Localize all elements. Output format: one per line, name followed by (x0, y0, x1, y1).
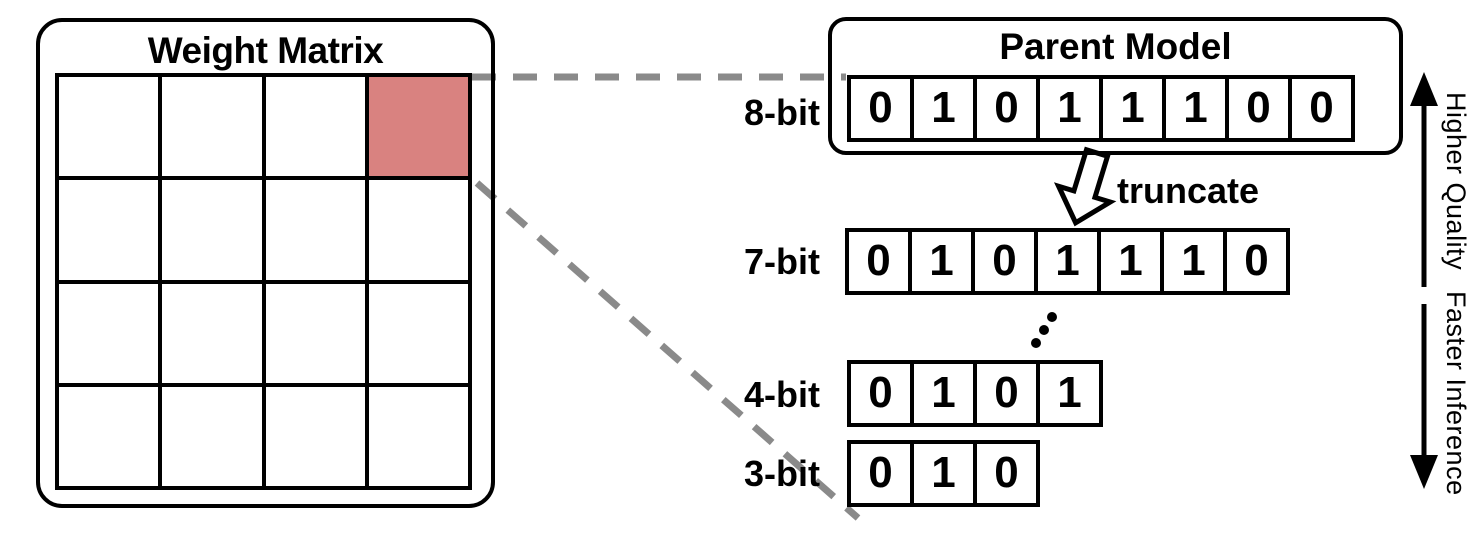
bit-cell: 0 (847, 360, 914, 427)
bit-cell: 0 (847, 75, 914, 142)
bit-cell: 1 (1036, 360, 1103, 427)
bit-cell: 1 (910, 360, 977, 427)
bit-cell: 1 (1099, 75, 1166, 142)
truncate-label: truncate (1117, 170, 1260, 211)
bit-label-4bit: 4-bit (744, 374, 820, 415)
bit-cell: 1 (1097, 228, 1164, 295)
weight-cell (160, 178, 264, 282)
higher-quality-arrow-icon (1410, 72, 1438, 287)
bit-label-3bit: 3-bit (744, 453, 820, 494)
bit-label-8bit: 8-bit (744, 92, 820, 133)
bit-cell: 0 (847, 440, 914, 507)
weight-cell (263, 281, 367, 385)
weight-matrix-box: Weight Matrix (36, 18, 495, 508)
faster-inference-arrow-icon (1410, 304, 1438, 489)
weight-cell (366, 281, 470, 385)
ellipsis-dots (1031, 312, 1057, 348)
bit-cell: 1 (910, 440, 977, 507)
weight-cell (366, 384, 470, 488)
bit-cell: 1 (1160, 228, 1227, 295)
weight-cell (57, 384, 161, 488)
weight-cell (57, 178, 161, 282)
bit-cell: 0 (973, 360, 1040, 427)
bit-cell: 1 (1034, 228, 1101, 295)
weight-cell (160, 281, 264, 385)
weight-cell (160, 384, 264, 488)
weight-cell (160, 75, 264, 179)
weight-matrix-grid (55, 73, 472, 490)
weight-cell (263, 384, 367, 488)
faster-inference-label: Faster Inference (1441, 291, 1471, 496)
bit-cell: 1 (1036, 75, 1103, 142)
bit-cell: 1 (910, 75, 977, 142)
bit-cell: 0 (973, 440, 1040, 507)
weight-cell (366, 178, 470, 282)
bit-cell: 0 (1223, 228, 1290, 295)
weight-cell (263, 75, 367, 179)
bit-cell: 0 (971, 228, 1038, 295)
bit-cell: 1 (1162, 75, 1229, 142)
highlighted-weight-cell (366, 75, 470, 179)
weight-cell (57, 281, 161, 385)
weight-matrix-title: Weight Matrix (147, 30, 384, 71)
bit-label-7bit: 7-bit (744, 241, 820, 282)
bit-cell: 1 (908, 228, 975, 295)
bit-cell: 0 (973, 75, 1040, 142)
weight-cell (263, 178, 367, 282)
bit-cell: 0 (1288, 75, 1355, 142)
bit-cell: 0 (1225, 75, 1292, 142)
parent-model-title: Parent Model (999, 26, 1232, 67)
weight-cell (57, 75, 161, 179)
truncate-arrow-icon (1053, 146, 1117, 227)
higher-quality-label: Higher Quality (1441, 92, 1471, 271)
bit-cell: 0 (845, 228, 912, 295)
